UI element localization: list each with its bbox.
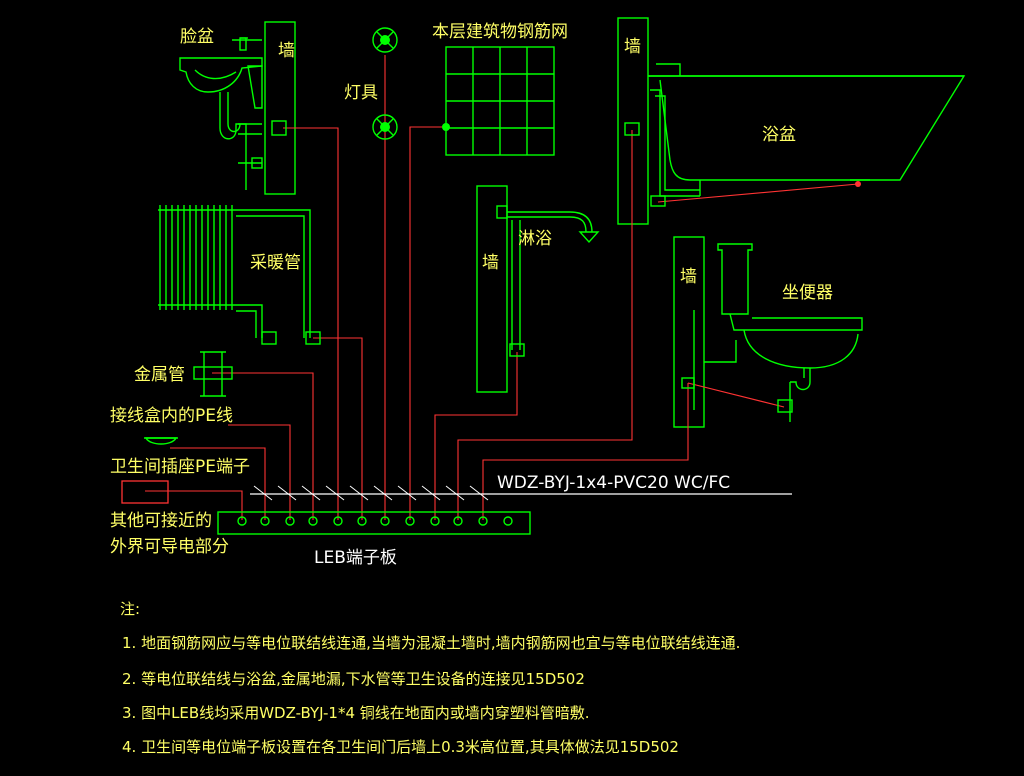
leb-terminal-board	[217, 511, 531, 535]
wash-basin	[179, 37, 287, 190]
junction-box-icon	[144, 437, 178, 445]
metal-pipe	[193, 351, 233, 397]
label-wall-1: 墙	[278, 41, 295, 61]
shower	[496, 205, 600, 357]
note-3: 3. 图中LEB线均采用WDZ-BYJ-1*4 铜线在地面内或墙内穿塑料管暗敷.	[122, 704, 590, 722]
rebar-mesh	[442, 46, 555, 156]
label-wall-2: 墙	[624, 37, 641, 57]
label-rebar-mesh: 本层建筑物钢筋网	[432, 22, 568, 42]
label-lamp: 灯具	[344, 83, 378, 103]
other-conductive-part-box	[121, 480, 169, 504]
label-socket-pe: 卫生间插座PE端子	[110, 457, 250, 477]
label-other-parts-2: 外界可导电部分	[110, 537, 229, 557]
wall-bathtub	[617, 17, 649, 225]
label-toilet: 坐便器	[782, 283, 833, 303]
lamp-icon-1	[372, 27, 398, 53]
label-basin: 脸盆	[180, 27, 214, 47]
label-wall-3: 墙	[482, 253, 499, 273]
label-leb: LEB端子板	[314, 548, 397, 568]
note-4: 4. 卫生间等电位端子板设置在各卫生间门后墙上0.3米高位置,其具体做法见15D…	[122, 738, 679, 756]
note-2: 2. 等电位联结线与浴盆,金属地漏,下水管等卫生设备的连接见15D502	[122, 670, 585, 688]
label-shower: 淋浴	[518, 229, 552, 249]
radiator	[158, 205, 321, 345]
note-1: 1. 地面钢筋网应与等电位联结线连通,当墙为混凝土墙时,墙内钢筋网也宜与等电位联…	[122, 634, 740, 652]
wall-toilet	[673, 236, 705, 428]
toilet	[681, 243, 863, 422]
bonding-wires	[145, 55, 859, 520]
wall-shower	[476, 185, 508, 393]
label-cable-spec: WDZ-BYJ-1x4-PVC20 WC/FC	[497, 473, 730, 493]
label-other-parts-1: 其他可接近的	[110, 511, 212, 531]
lamp-icon-2	[372, 114, 398, 140]
cable-run	[250, 485, 792, 501]
label-bathtub: 浴盆	[762, 125, 796, 145]
label-wall-4: 墙	[680, 267, 697, 287]
wall-basin	[264, 21, 296, 195]
bathtub	[624, 63, 966, 207]
label-metal-pipe: 金属管	[134, 365, 185, 385]
label-radiator: 采暖管	[250, 253, 301, 273]
label-pe-wire: 接线盒内的PE线	[110, 406, 233, 426]
notes-heading: 注:	[120, 600, 140, 618]
